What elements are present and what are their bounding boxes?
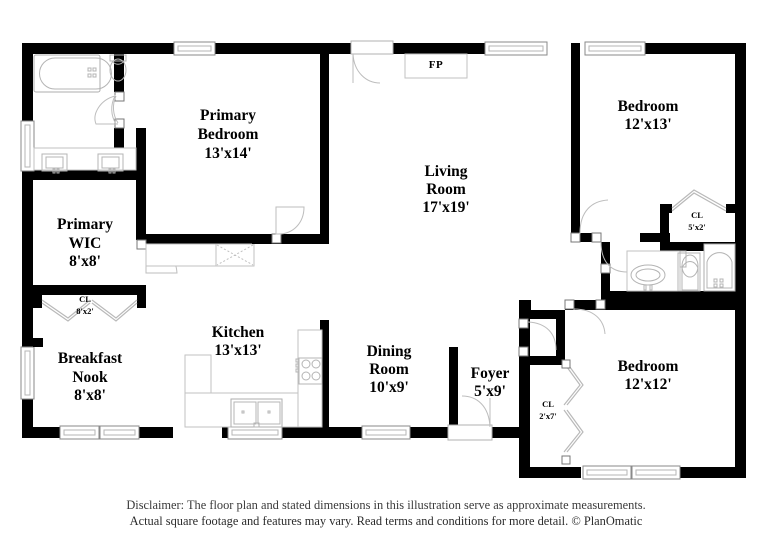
fireplace: FP bbox=[404, 53, 468, 79]
room-labels: Primary Bedroom 13'x14' Primary WIC 8'x8… bbox=[57, 98, 706, 421]
door-foyer-hall bbox=[518, 318, 557, 357]
label-foyer: Foyer 5'x9' bbox=[471, 365, 510, 400]
svg-text:Room: Room bbox=[369, 361, 409, 378]
window-breakfast-nook bbox=[20, 346, 35, 400]
svg-text:13'x13': 13'x13' bbox=[214, 342, 261, 359]
svg-text:Bedroom: Bedroom bbox=[618, 98, 679, 115]
svg-text:2'x7': 2'x7' bbox=[539, 411, 556, 421]
bathtub-hall bbox=[703, 243, 736, 292]
window-bedroom-3-b bbox=[631, 465, 681, 480]
kitchen-sink bbox=[230, 398, 283, 428]
svg-text:17'x19': 17'x19' bbox=[422, 199, 469, 216]
fireplace-label: FP bbox=[429, 59, 443, 71]
window-breakfast-nook-south-a bbox=[59, 425, 100, 440]
vanity-primary bbox=[33, 147, 137, 174]
svg-text:WIC: WIC bbox=[69, 235, 102, 252]
window-bedroom-3-a bbox=[582, 465, 632, 480]
bifold-hall-closet bbox=[41, 299, 138, 322]
svg-text:CL: CL bbox=[79, 294, 91, 304]
svg-text:8'x2': 8'x2' bbox=[76, 306, 93, 316]
window-primary-bath bbox=[20, 120, 35, 172]
svg-text:Bedroom: Bedroom bbox=[618, 358, 679, 375]
window-bedroom-2 bbox=[584, 41, 646, 56]
label-closet-bedroom-2: CL 5'x2' bbox=[688, 210, 705, 232]
svg-text:Bedroom: Bedroom bbox=[198, 126, 259, 143]
label-primary-wic: Primary WIC 8'x8' bbox=[57, 216, 113, 270]
svg-text:13'x14': 13'x14' bbox=[204, 145, 251, 162]
disclaimer-line-1: Disclaimer: The floor plan and stated di… bbox=[126, 498, 645, 512]
label-bedroom-2: Bedroom 12'x13' bbox=[618, 98, 679, 133]
window-kitchen bbox=[227, 425, 283, 440]
svg-text:CL: CL bbox=[542, 399, 554, 409]
label-living-room: Living Room 17'x19' bbox=[422, 163, 469, 216]
label-closet-foyer: CL 2'x7' bbox=[539, 399, 556, 421]
door-foyer-entry bbox=[447, 395, 493, 441]
door-primary-bath bbox=[94, 91, 125, 129]
svg-text:Nook: Nook bbox=[72, 369, 108, 386]
window-primary-bedroom bbox=[173, 41, 216, 56]
label-bedroom-3: Bedroom 12'x12' bbox=[618, 358, 679, 393]
svg-text:CL: CL bbox=[691, 210, 703, 220]
disclaimer-line-2: Actual square footage and features may v… bbox=[130, 514, 643, 528]
window-dining-room bbox=[361, 425, 411, 440]
bifold-left-small bbox=[33, 338, 43, 347]
door-bedroom-2 bbox=[570, 199, 609, 243]
bathtub-primary bbox=[33, 54, 112, 93]
svg-text:Dining: Dining bbox=[367, 343, 412, 360]
fixtures-primary-bath bbox=[33, 54, 137, 174]
window-breakfast-nook-south-b bbox=[99, 425, 140, 440]
svg-text:Living: Living bbox=[424, 163, 467, 180]
label-breakfast-nook: Breakfast Nook 8'x8' bbox=[58, 350, 123, 404]
svg-text:Primary: Primary bbox=[57, 216, 113, 233]
door-living-room-entry bbox=[350, 40, 394, 84]
disclaimer: Disclaimer: The floor plan and stated di… bbox=[126, 498, 645, 528]
range-cooktop bbox=[295, 357, 323, 385]
svg-text:8'x8': 8'x8' bbox=[74, 387, 106, 404]
svg-text:Kitchen: Kitchen bbox=[212, 324, 265, 341]
window-living-room bbox=[484, 41, 548, 56]
svg-text:5'x9': 5'x9' bbox=[474, 383, 506, 400]
svg-text:10'x9': 10'x9' bbox=[369, 379, 409, 396]
toilet-primary bbox=[109, 54, 127, 82]
door-bedroom-3 bbox=[564, 299, 606, 335]
windows bbox=[20, 41, 681, 480]
fixtures-hall-bath bbox=[626, 243, 736, 292]
label-primary-bedroom: Primary Bedroom 13'x14' bbox=[198, 107, 259, 162]
vanity-hall-bath bbox=[626, 250, 681, 292]
svg-text:12'x13': 12'x13' bbox=[624, 116, 671, 133]
bifold-bedroom2-closet bbox=[671, 189, 727, 212]
doors bbox=[94, 40, 628, 441]
svg-text:Foyer: Foyer bbox=[471, 365, 510, 382]
svg-text:Primary: Primary bbox=[200, 107, 256, 124]
svg-text:12'x12': 12'x12' bbox=[624, 376, 671, 393]
svg-text:Breakfast: Breakfast bbox=[58, 350, 123, 367]
svg-text:8'x8': 8'x8' bbox=[69, 253, 101, 270]
bifold-foyer-closet bbox=[561, 359, 584, 465]
fixtures-kitchen bbox=[145, 234, 323, 428]
door-hall-living bbox=[271, 206, 305, 244]
toilet-hall-bath bbox=[677, 250, 701, 292]
svg-text:Room: Room bbox=[426, 181, 466, 198]
label-kitchen: Kitchen 13'x13' bbox=[212, 324, 265, 359]
label-closet-hall: CL 8'x2' bbox=[76, 294, 93, 316]
svg-text:5'x2': 5'x2' bbox=[688, 222, 705, 232]
closet-doors bbox=[33, 189, 727, 465]
door-hall-bath bbox=[591, 232, 628, 274]
label-dining-room: Dining Room 10'x9' bbox=[367, 343, 412, 396]
